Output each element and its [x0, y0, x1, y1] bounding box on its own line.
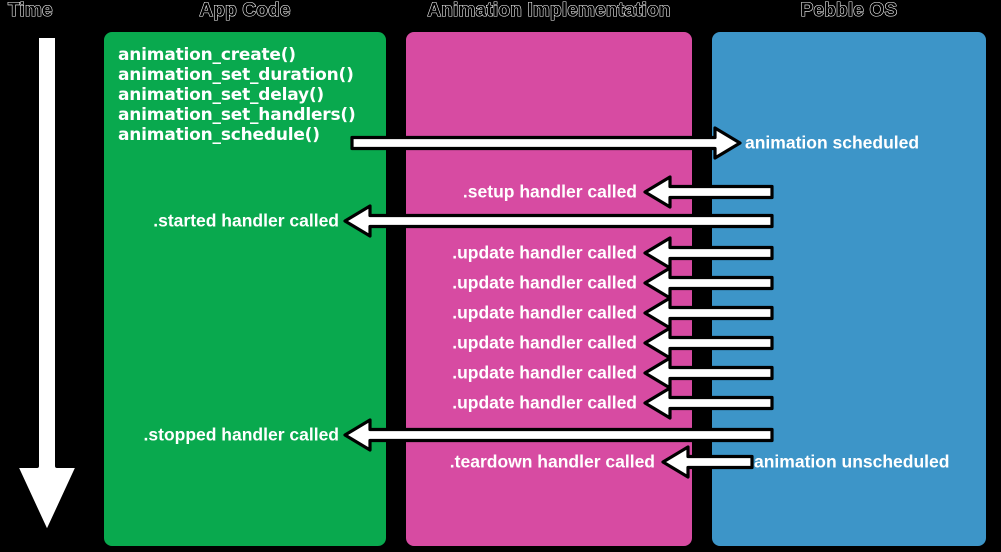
label-update-handler-2: .update handler called	[452, 272, 637, 293]
label-update-handler-4: .update handler called	[452, 332, 637, 353]
label-animation-unscheduled: animation unscheduled	[754, 451, 950, 472]
label-stopped-handler: .stopped handler called	[143, 424, 339, 445]
column-header-pebble-os: Pebble OS	[800, 0, 898, 21]
label-update-handler-1: .update handler called	[452, 242, 637, 263]
label-update-handler-3: .update handler called	[452, 302, 637, 323]
label-update-handler-6: .update handler called	[452, 392, 637, 413]
lane-app-code	[102, 30, 388, 548]
label-animation-scheduled: animation scheduled	[745, 132, 920, 153]
column-header-app-code: App Code	[199, 0, 291, 21]
label-update-handler-5: .update handler called	[452, 362, 637, 383]
column-header-time: Time	[7, 0, 53, 21]
label-started-handler: .started handler called	[153, 210, 339, 231]
label-setup-handler: .setup handler called	[462, 181, 637, 202]
app-code-call-list: animation_create() animation_set_duratio…	[118, 45, 356, 145]
label-teardown-handler: .teardown handler called	[449, 451, 655, 472]
time-axis-arrow	[14, 34, 80, 535]
column-header-animation-implementation: Animation Implementation	[427, 0, 671, 21]
